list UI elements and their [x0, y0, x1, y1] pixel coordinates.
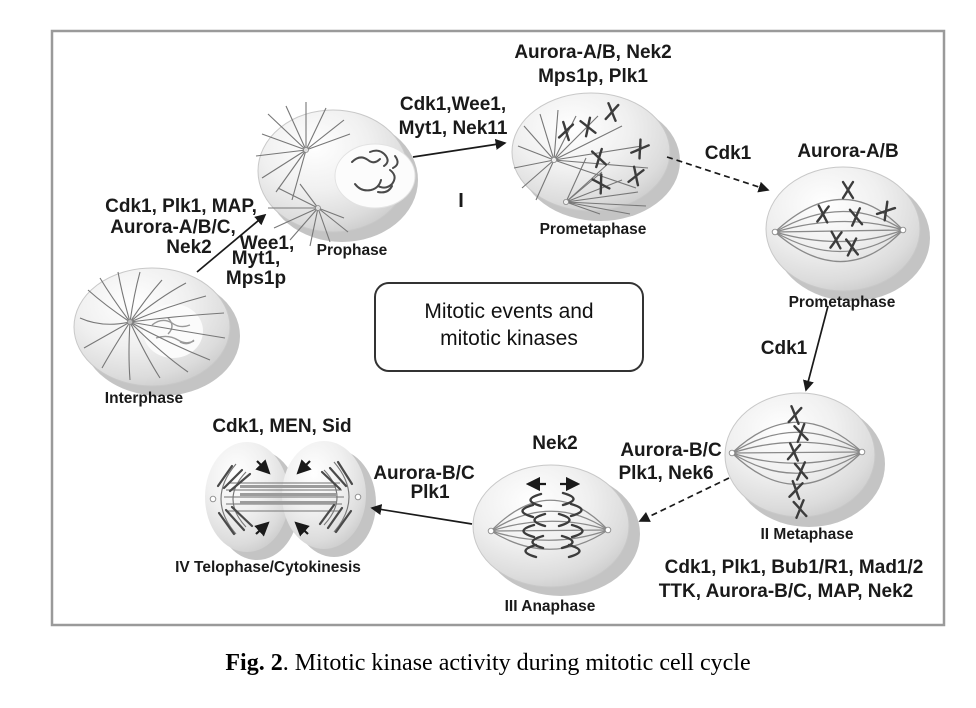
centrosome [563, 198, 570, 205]
arrow-interphase-to-prophase [196, 213, 267, 273]
kinases-metaphase-block-line1: Cdk1, Plk1, Bub1/R1, Mad1/2 [665, 557, 924, 578]
interphase-cell [73, 267, 240, 396]
kinases-interphase-line2: Aurora-A/B/C, [110, 217, 236, 238]
label-interphase: Interphase [105, 390, 184, 407]
label-anaphase: III Anaphase [505, 598, 596, 615]
centrosome [209, 495, 217, 503]
nucleus [143, 304, 203, 358]
interphase-microtubules [79, 271, 226, 381]
center-box: Mitotic events and mitotic kinases [374, 282, 644, 372]
cleavage-furrow-arrows [254, 459, 312, 537]
center-box-line2: mitotic kinases [440, 327, 578, 350]
interphase-chromatin [151, 317, 195, 345]
prophase-asters [255, 102, 351, 247]
telophase-pole-fibers [220, 461, 350, 535]
label-prometaphase-1: Prometaphase [540, 221, 647, 238]
figure-caption-text: . Mitotic kinase activity during mitotic… [282, 650, 751, 676]
kinases-anaphase-arrow-line1: Aurora-B/C [620, 440, 722, 461]
centrosome [127, 318, 134, 325]
prometaphase1-cell [511, 92, 680, 221]
centrosome [899, 226, 907, 234]
center-box-line1: Mitotic events and [424, 300, 593, 323]
kinases-interphase-arrow-line2: Myt1, [232, 248, 281, 269]
centrosome [858, 448, 866, 456]
prometaphase2-spindle [774, 198, 904, 263]
prophase-chromosomes [351, 149, 399, 194]
centrosome [303, 147, 309, 153]
kinases-nek2-anaphase: Nek2 [532, 433, 577, 454]
centrosome [551, 156, 558, 163]
kinases-interphase-arrow-line3: Mps1p [226, 268, 286, 289]
kinases-metaphase-block-line2: TTK, Aurora-B/C, MAP, Nek2 [659, 581, 913, 602]
centrosome [354, 493, 362, 501]
telophase-pole-chromatin [216, 460, 354, 536]
kinases-telophase-arrow-line2: Plk1 [410, 482, 450, 503]
arrow-metaphase-to-anaphase [638, 477, 730, 522]
arrow-prometaphase2-to-metaphase [803, 305, 829, 392]
kinases-anaphase-arrow-line2: Plk1, Nek6 [618, 463, 713, 484]
label-prometaphase-2: Prometaphase [789, 294, 896, 311]
kinases-aurora-ab-right: Aurora-A/B [797, 141, 898, 162]
kinases-cdk1-prometaphase: Cdk1 [705, 143, 752, 164]
centrosome [728, 449, 736, 457]
kinases-prometaphase-top-line2: Mps1p, Plk1 [538, 66, 648, 87]
telophase-cell [205, 441, 376, 560]
centrosome [487, 527, 495, 535]
arrow-prophase-to-prometaphase [412, 138, 507, 158]
centrosome [604, 526, 612, 534]
metaphase-cell [724, 392, 885, 527]
transition-arrows [196, 138, 829, 525]
anaphase-cell [472, 464, 640, 596]
centrosome [315, 205, 321, 211]
kinases-prophase-arrow-line1: Cdk1,Wee1, [400, 94, 506, 115]
kinases-interphase-line3: Nek2 [166, 237, 211, 258]
kinases-interphase-line1: Cdk1, Plk1, MAP, [105, 196, 257, 217]
kinases-telophase-top: Cdk1, MEN, Sid [212, 416, 351, 437]
prometaphase2-cell [765, 166, 930, 301]
arrow-anaphase-to-telophase [370, 504, 473, 525]
kinases-telophase-arrow-line1: Aurora-B/C [373, 463, 475, 484]
label-telophase: IV Telophase/Cytokinesis [175, 559, 361, 576]
kinases-prophase-arrow-line2: Myt1, Nek11 [399, 118, 508, 139]
anaphase-spindle [490, 499, 609, 550]
nucleus [334, 143, 416, 209]
label-prophase: Prophase [317, 242, 388, 259]
prometaphase1-spindle [513, 109, 649, 215]
figure-caption: Fig. 2. Mitotic kinase activity during m… [0, 650, 976, 677]
prophase-cell [255, 102, 418, 247]
mitosis-diagram: Mitotic events and mitotic kinases Auror… [50, 29, 946, 627]
kinases-interphase-arrow-line1: Wee1, [240, 233, 295, 254]
figure-caption-label: Fig. 2 [225, 650, 283, 676]
kinases-cdk1-metaphase: Cdk1 [761, 338, 808, 359]
stage-marker-I: I [458, 190, 464, 212]
midbody-bundle [224, 482, 344, 512]
kinases-prometaphase-top-line1: Aurora-A/B, Nek2 [514, 42, 671, 63]
centrosome [771, 228, 779, 236]
arrow-prometaphase-to-prometaphase2 [666, 156, 770, 193]
label-metaphase: II Metaphase [760, 526, 853, 543]
